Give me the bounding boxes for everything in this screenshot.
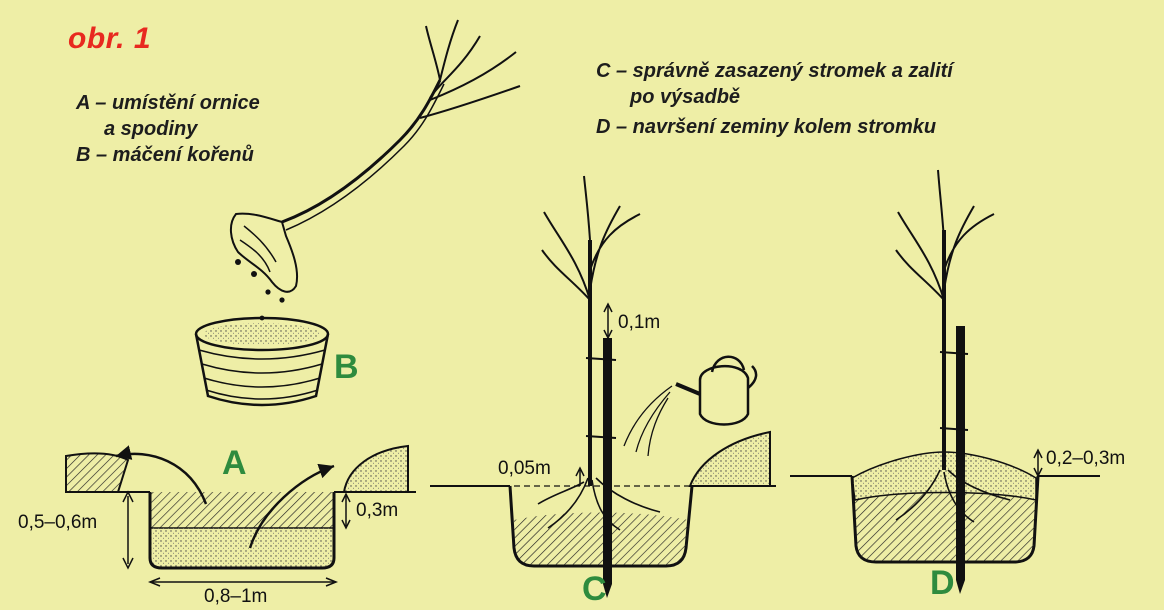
legend-d: D – navršení zeminy kolem stromku: [596, 116, 936, 139]
figure-heading: obr. 1: [68, 22, 151, 56]
measure-root-collar: 0,05m: [498, 458, 551, 480]
measure-graft-height: 0,1m: [618, 312, 660, 334]
legend-a-line2: a spodiny: [104, 118, 197, 141]
legend-c-line2: po výsadbě: [630, 86, 740, 109]
dipped-tree-drawing: [231, 20, 520, 320]
measure-mound-height: 0,2–0,3m: [1046, 448, 1125, 470]
label-c: C: [582, 572, 607, 606]
measure-pit-width: 0,8–1m: [204, 586, 267, 608]
tree-d-drawing: [790, 170, 1100, 594]
label-d: D: [930, 566, 955, 600]
measure-pit-depth: 0,5–0,6m: [18, 512, 97, 534]
legend-c-line1: C – správně zasazený stromek a zalití: [596, 60, 953, 83]
bucket-b-drawing: [196, 318, 328, 405]
label-a: A: [222, 446, 247, 480]
tree-c-drawing: [430, 176, 776, 598]
label-b: B: [334, 350, 359, 384]
legend-b: B – máčení kořenů: [76, 144, 254, 167]
legend-a-line1: A – umístění ornice: [76, 92, 260, 115]
measure-topsoil-depth: 0,3m: [356, 500, 398, 522]
